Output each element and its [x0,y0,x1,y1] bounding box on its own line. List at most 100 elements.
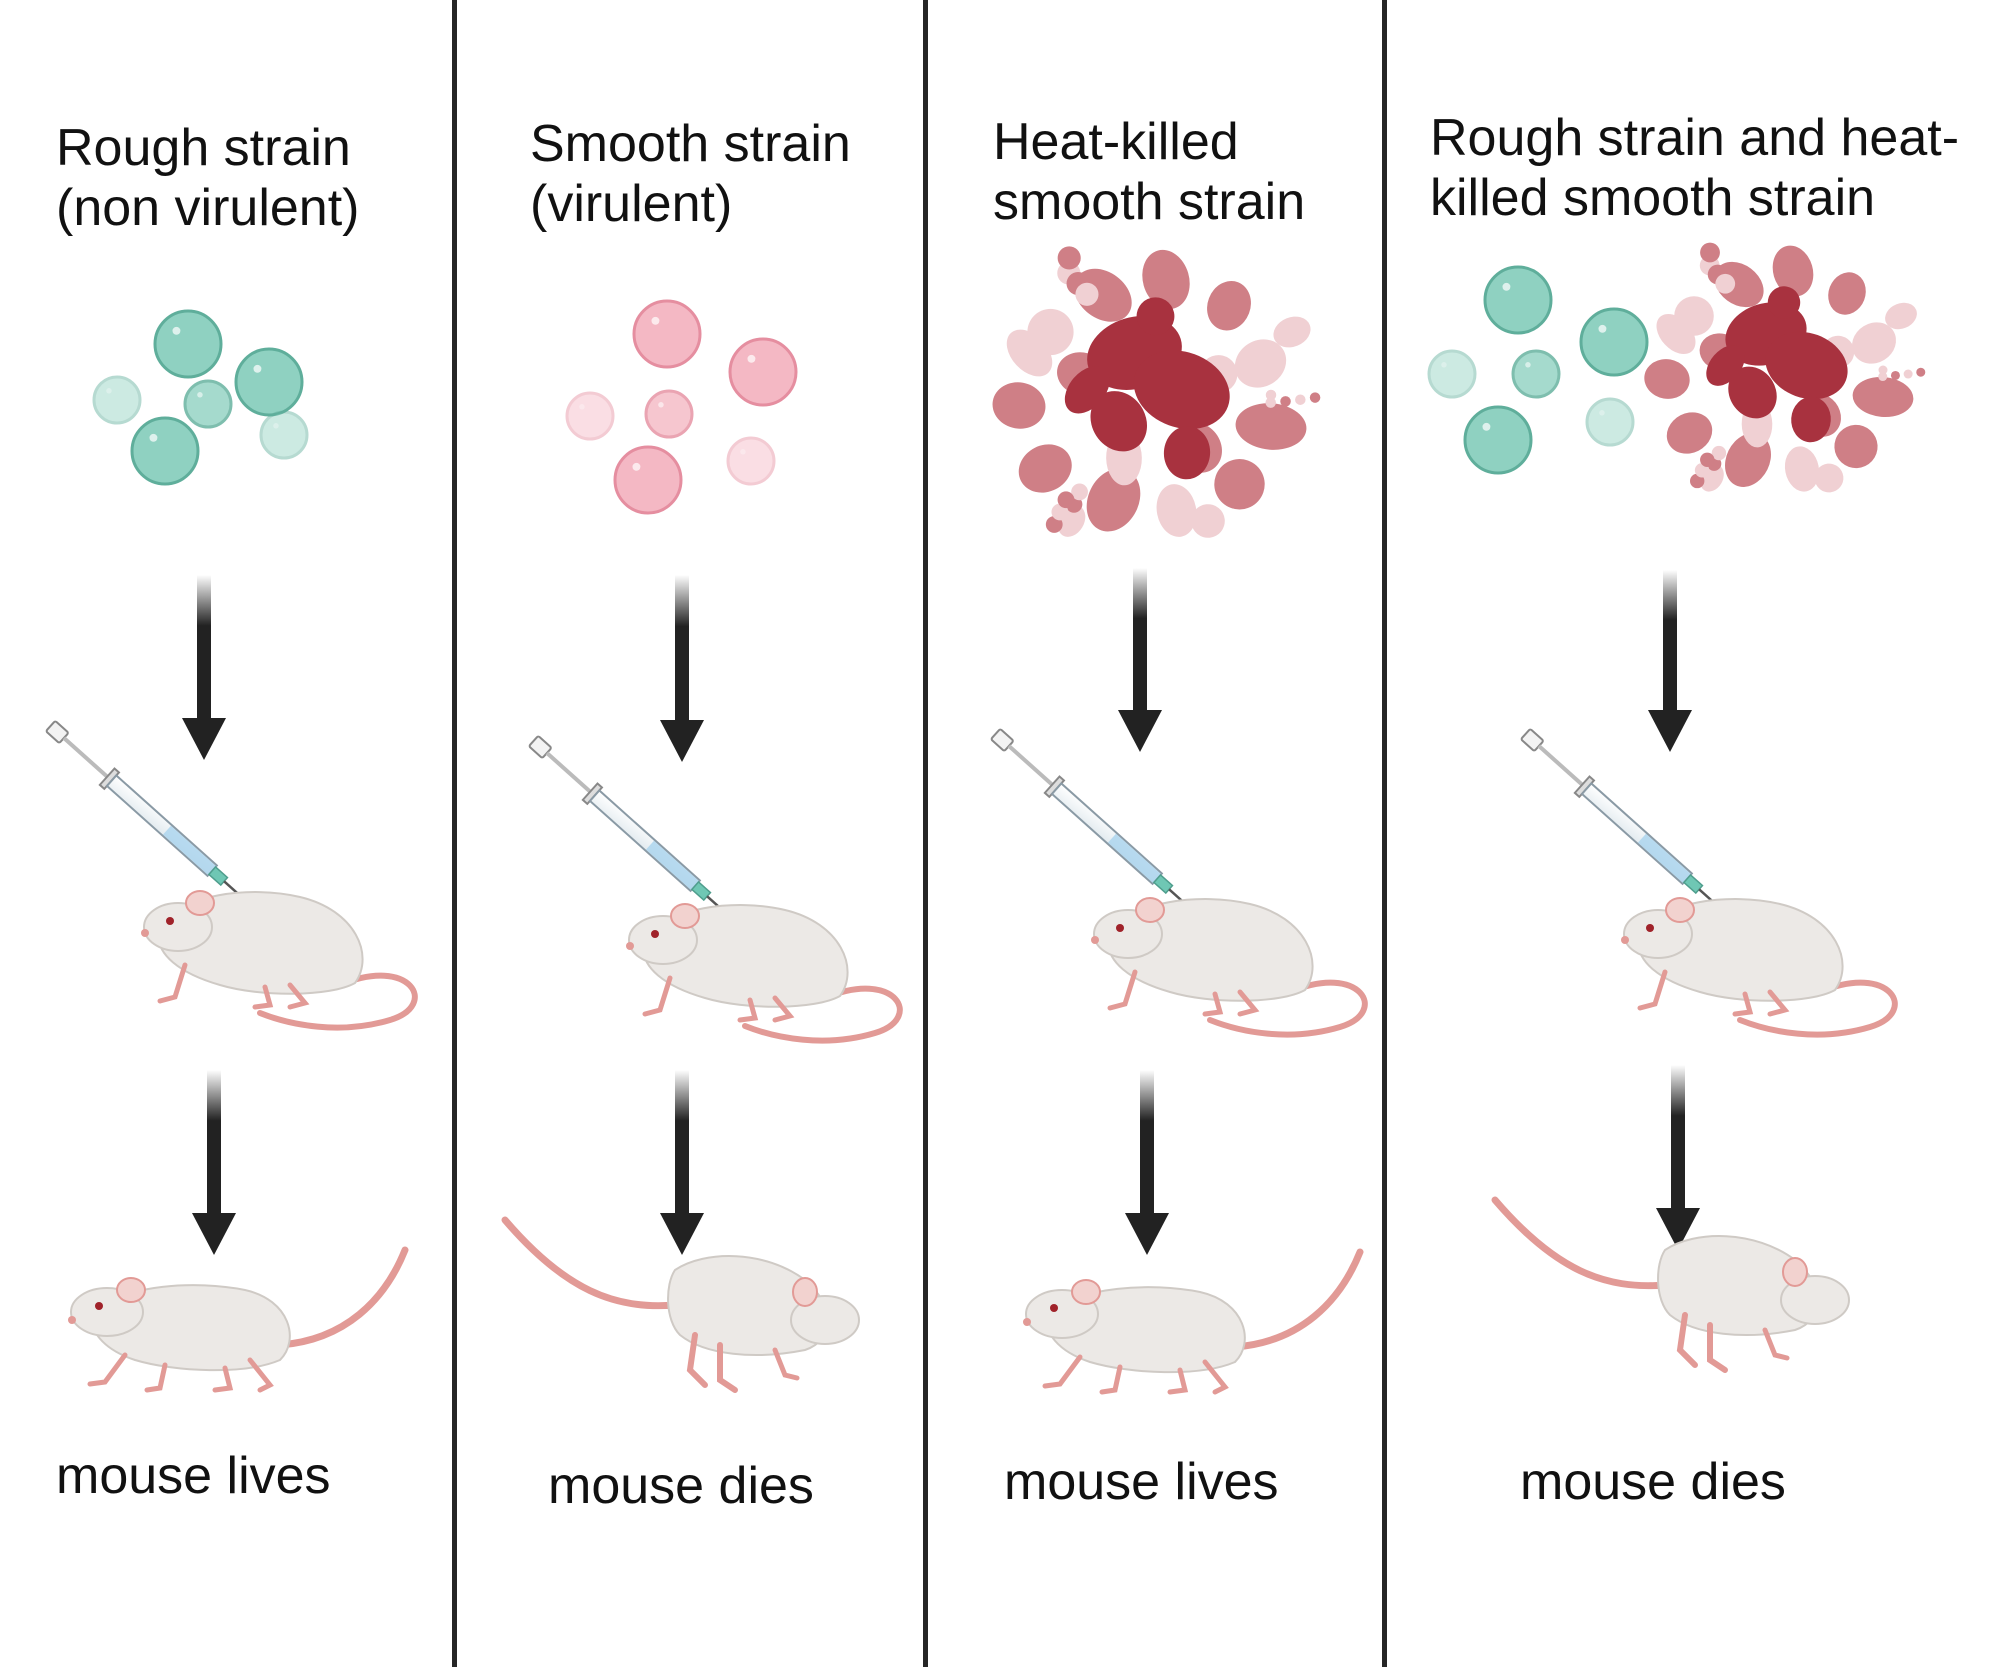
syringe-panel-3 [990,728,1205,921]
panel-2-result: mouse dies [548,1457,814,1515]
mouse-tail [742,985,903,1044]
arrow-panel-1-bottom [192,1070,236,1255]
panel-3-title: Heat-killed smooth strain [993,112,1305,232]
heat-killed-bacteria [1644,242,1926,493]
panel-2-title-line1: Smooth strain [530,115,851,173]
debris-speck [1265,389,1277,401]
mouse-tail [1207,979,1368,1038]
mouse-tail [1491,1196,1669,1290]
mouse-ear [1135,897,1165,923]
debris-blob [1852,377,1914,417]
mouse-hind-leg [1732,991,1754,1017]
mouse-front-leg [157,962,188,1004]
bubble-highlight [253,364,262,373]
mouse-tail [257,972,418,1031]
rough-bacterium [130,416,200,486]
rough-bacterium [1585,397,1635,447]
arrow-panel-3-bottom [1125,1070,1169,1255]
debris-speck [1903,369,1913,379]
mouse-hind-leg [1707,1322,1728,1373]
syringe-fluid [645,840,700,891]
smooth-bacterium [632,299,702,369]
syringe-plunger-cap [990,728,1014,752]
panel-2-title-line2: (virulent) [530,175,733,233]
debris-blob [1163,426,1211,480]
rough-bacterium [153,309,223,379]
mouse-ear [1071,1279,1101,1305]
debris-speck [1057,246,1081,270]
bubble-highlight [1598,324,1607,333]
arrow-head [1118,710,1162,752]
bubble-highlight [1502,282,1511,291]
arrow-panel-1-top [182,575,226,760]
syringe-fluid [1637,833,1692,884]
panel-4-title: Rough strain and heat- killed smooth str… [1430,108,1959,228]
syringe-panel-2 [528,735,743,928]
mouse-head [1780,1275,1850,1325]
panel-3-result: mouse lives [1004,1453,1279,1511]
panel-1-result: mouse lives [56,1447,331,1505]
mouse-hind-leg [1202,1359,1229,1395]
mouse-eye [166,917,174,925]
rough-bacterium [1427,349,1477,399]
mouse-injected-panel-3 [1091,897,1368,1038]
mouse-nose [141,929,149,937]
debris-blob [1791,396,1831,443]
debris-blob [1064,366,1110,414]
rough-bacterium [1579,307,1649,377]
bubble-highlight [632,462,641,471]
bubble-body [1585,397,1635,447]
mouse-figure [1023,1248,1364,1395]
panel-1-title-line2: (non virulent) [56,179,360,237]
debris-speck [1280,396,1291,407]
debris-speck [1309,392,1321,403]
mouse-hind-leg [717,1342,738,1393]
bubble-highlight [1599,410,1605,416]
mouse-eye [651,930,659,938]
rough-bacterium [1483,265,1553,335]
mouse-figure [1491,1196,1850,1373]
mouse-front-leg [642,975,673,1017]
panel-2-title: Smooth strain (virulent) [530,114,851,234]
rough-bacterium [92,375,142,425]
syringe-plunger-cap [45,720,69,744]
bubble-body [234,347,304,417]
mouse-figure [626,903,903,1044]
debris-blob [1767,286,1801,319]
mouse-figure [1091,897,1368,1038]
panel-4-title-line1: Rough strain and heat- [1430,109,1960,167]
arrow-shaft [675,575,689,722]
debris-blob [1006,329,1053,377]
bubble-body [726,436,776,486]
bubble-body [259,410,309,460]
panel-4-result: mouse dies [1520,1453,1786,1511]
syringe-plunger-rod [545,751,593,795]
bubble-body [153,309,223,379]
mouse-tail [276,1246,409,1349]
debris-blob [1273,316,1311,348]
syringe-hub [1152,873,1174,895]
mouse-body [667,1255,829,1356]
mouse-hind-leg [686,1332,708,1388]
mouse-ear [1782,1257,1808,1287]
syringe-fluid [1107,833,1162,884]
arrow-head [1656,1208,1700,1250]
mouse-front-leg [1042,1354,1083,1389]
debris-blob [1156,484,1197,537]
smooth-bacteria-cluster [565,299,798,515]
debris-speck [1075,282,1099,306]
bubble-body [1427,349,1477,399]
bubble-highlight [651,316,660,325]
mouse-eye [1050,1304,1058,1312]
mouse-hind-leg [1676,1312,1698,1368]
mouse-tail [1737,979,1898,1038]
arrow-panel-4-bottom [1656,1065,1700,1250]
bubble-highlight [149,433,158,442]
bubble-body [613,445,683,515]
mouse-ear [670,903,700,929]
arrow-panel-4-top [1648,570,1692,752]
rough-bacterium [1511,349,1561,399]
debris-blob [1728,366,1777,419]
debris-blob [1706,345,1745,386]
bubble-body [644,389,694,439]
